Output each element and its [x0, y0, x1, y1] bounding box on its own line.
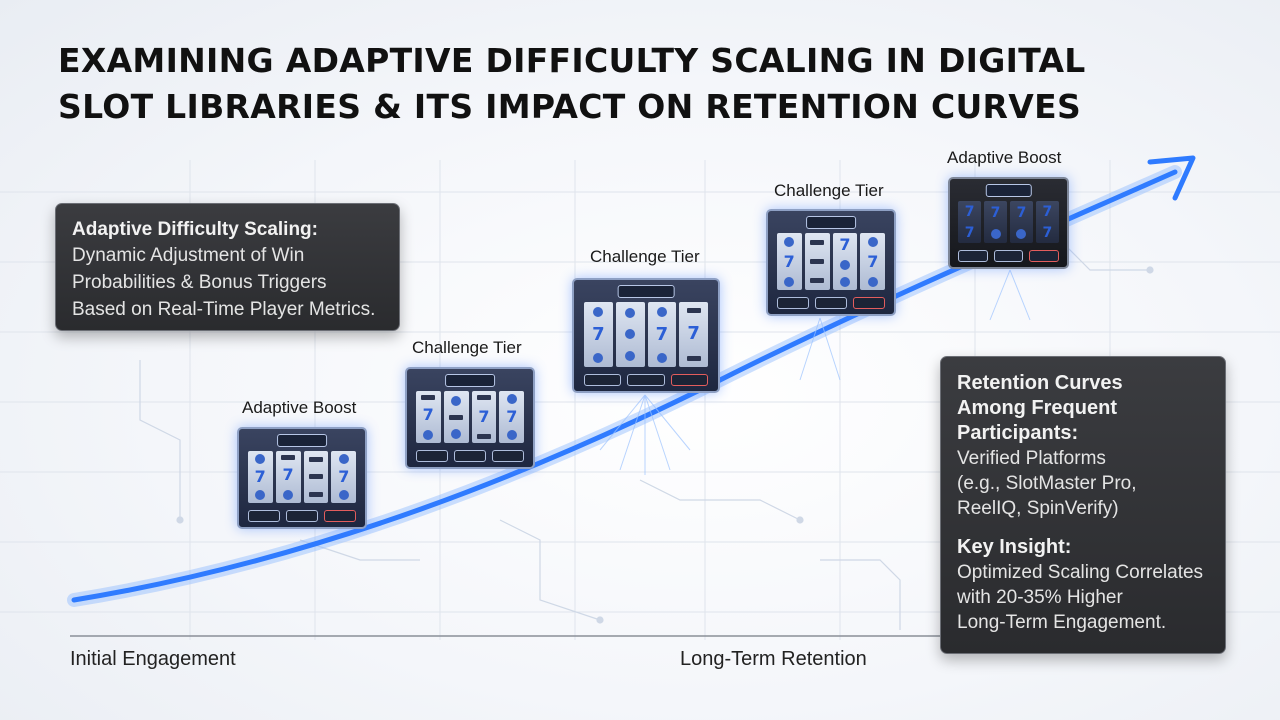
- callout-heading: Participants:: [957, 422, 1079, 444]
- stage-label-3: Challenge Tier: [590, 247, 700, 266]
- callout-heading: Adaptive Difficulty Scaling:: [72, 219, 318, 240]
- callout-line: Long-Term Engagement.: [957, 612, 1167, 633]
- slot-machine-icon: 7 7 7: [237, 427, 367, 529]
- arrow-head-icon: [1147, 155, 1196, 201]
- stage-label-1: Adaptive Boost: [242, 398, 357, 417]
- callout-line: Optimized Scaling Correlates: [957, 562, 1204, 583]
- title-line-2: SLOT LIBRARIES & ITS IMPACT ON RETENTION…: [58, 87, 1082, 126]
- callout-line: Probabilities & Bonus Triggers: [72, 272, 327, 293]
- callout-line: with 20-35% Higher: [957, 587, 1123, 608]
- key-insight-heading: Key Insight:: [957, 536, 1072, 558]
- callout-line: Based on Real-Time Player Metrics.: [72, 299, 376, 320]
- retention-curves-callout: Retention Curves Among Frequent Particip…: [940, 356, 1226, 654]
- callout-line: Verified Platforms: [957, 448, 1106, 469]
- slot-machine-icon: 7 7 7: [405, 367, 535, 469]
- callout-heading: Retention Curves: [957, 372, 1123, 394]
- stage-label-2: Challenge Tier: [412, 338, 522, 357]
- axis-end-label: Long-Term Retention: [680, 648, 867, 670]
- callout-line: Dynamic Adjustment of Win: [72, 245, 305, 266]
- callout-line: ReelIQ, SpinVerify): [957, 498, 1119, 519]
- stage-label-5: Adaptive Boost: [947, 148, 1062, 167]
- slot-machine-icon: 7 7 7: [766, 209, 896, 316]
- page-title: EXAMINING ADAPTIVE DIFFICULTY SCALING IN…: [58, 38, 1228, 130]
- callout-heading: Among Frequent: [957, 397, 1117, 419]
- callout-line: (e.g., SlotMaster Pro,: [957, 473, 1137, 494]
- adaptive-scaling-callout: Adaptive Difficulty Scaling: Dynamic Adj…: [55, 203, 400, 331]
- axis-start-label: Initial Engagement: [70, 648, 236, 670]
- slot-machine-icon: 7 7 7: [572, 278, 720, 393]
- stage-label-4: Challenge Tier: [774, 181, 884, 200]
- title-line-1: EXAMINING ADAPTIVE DIFFICULTY SCALING IN…: [58, 41, 1086, 80]
